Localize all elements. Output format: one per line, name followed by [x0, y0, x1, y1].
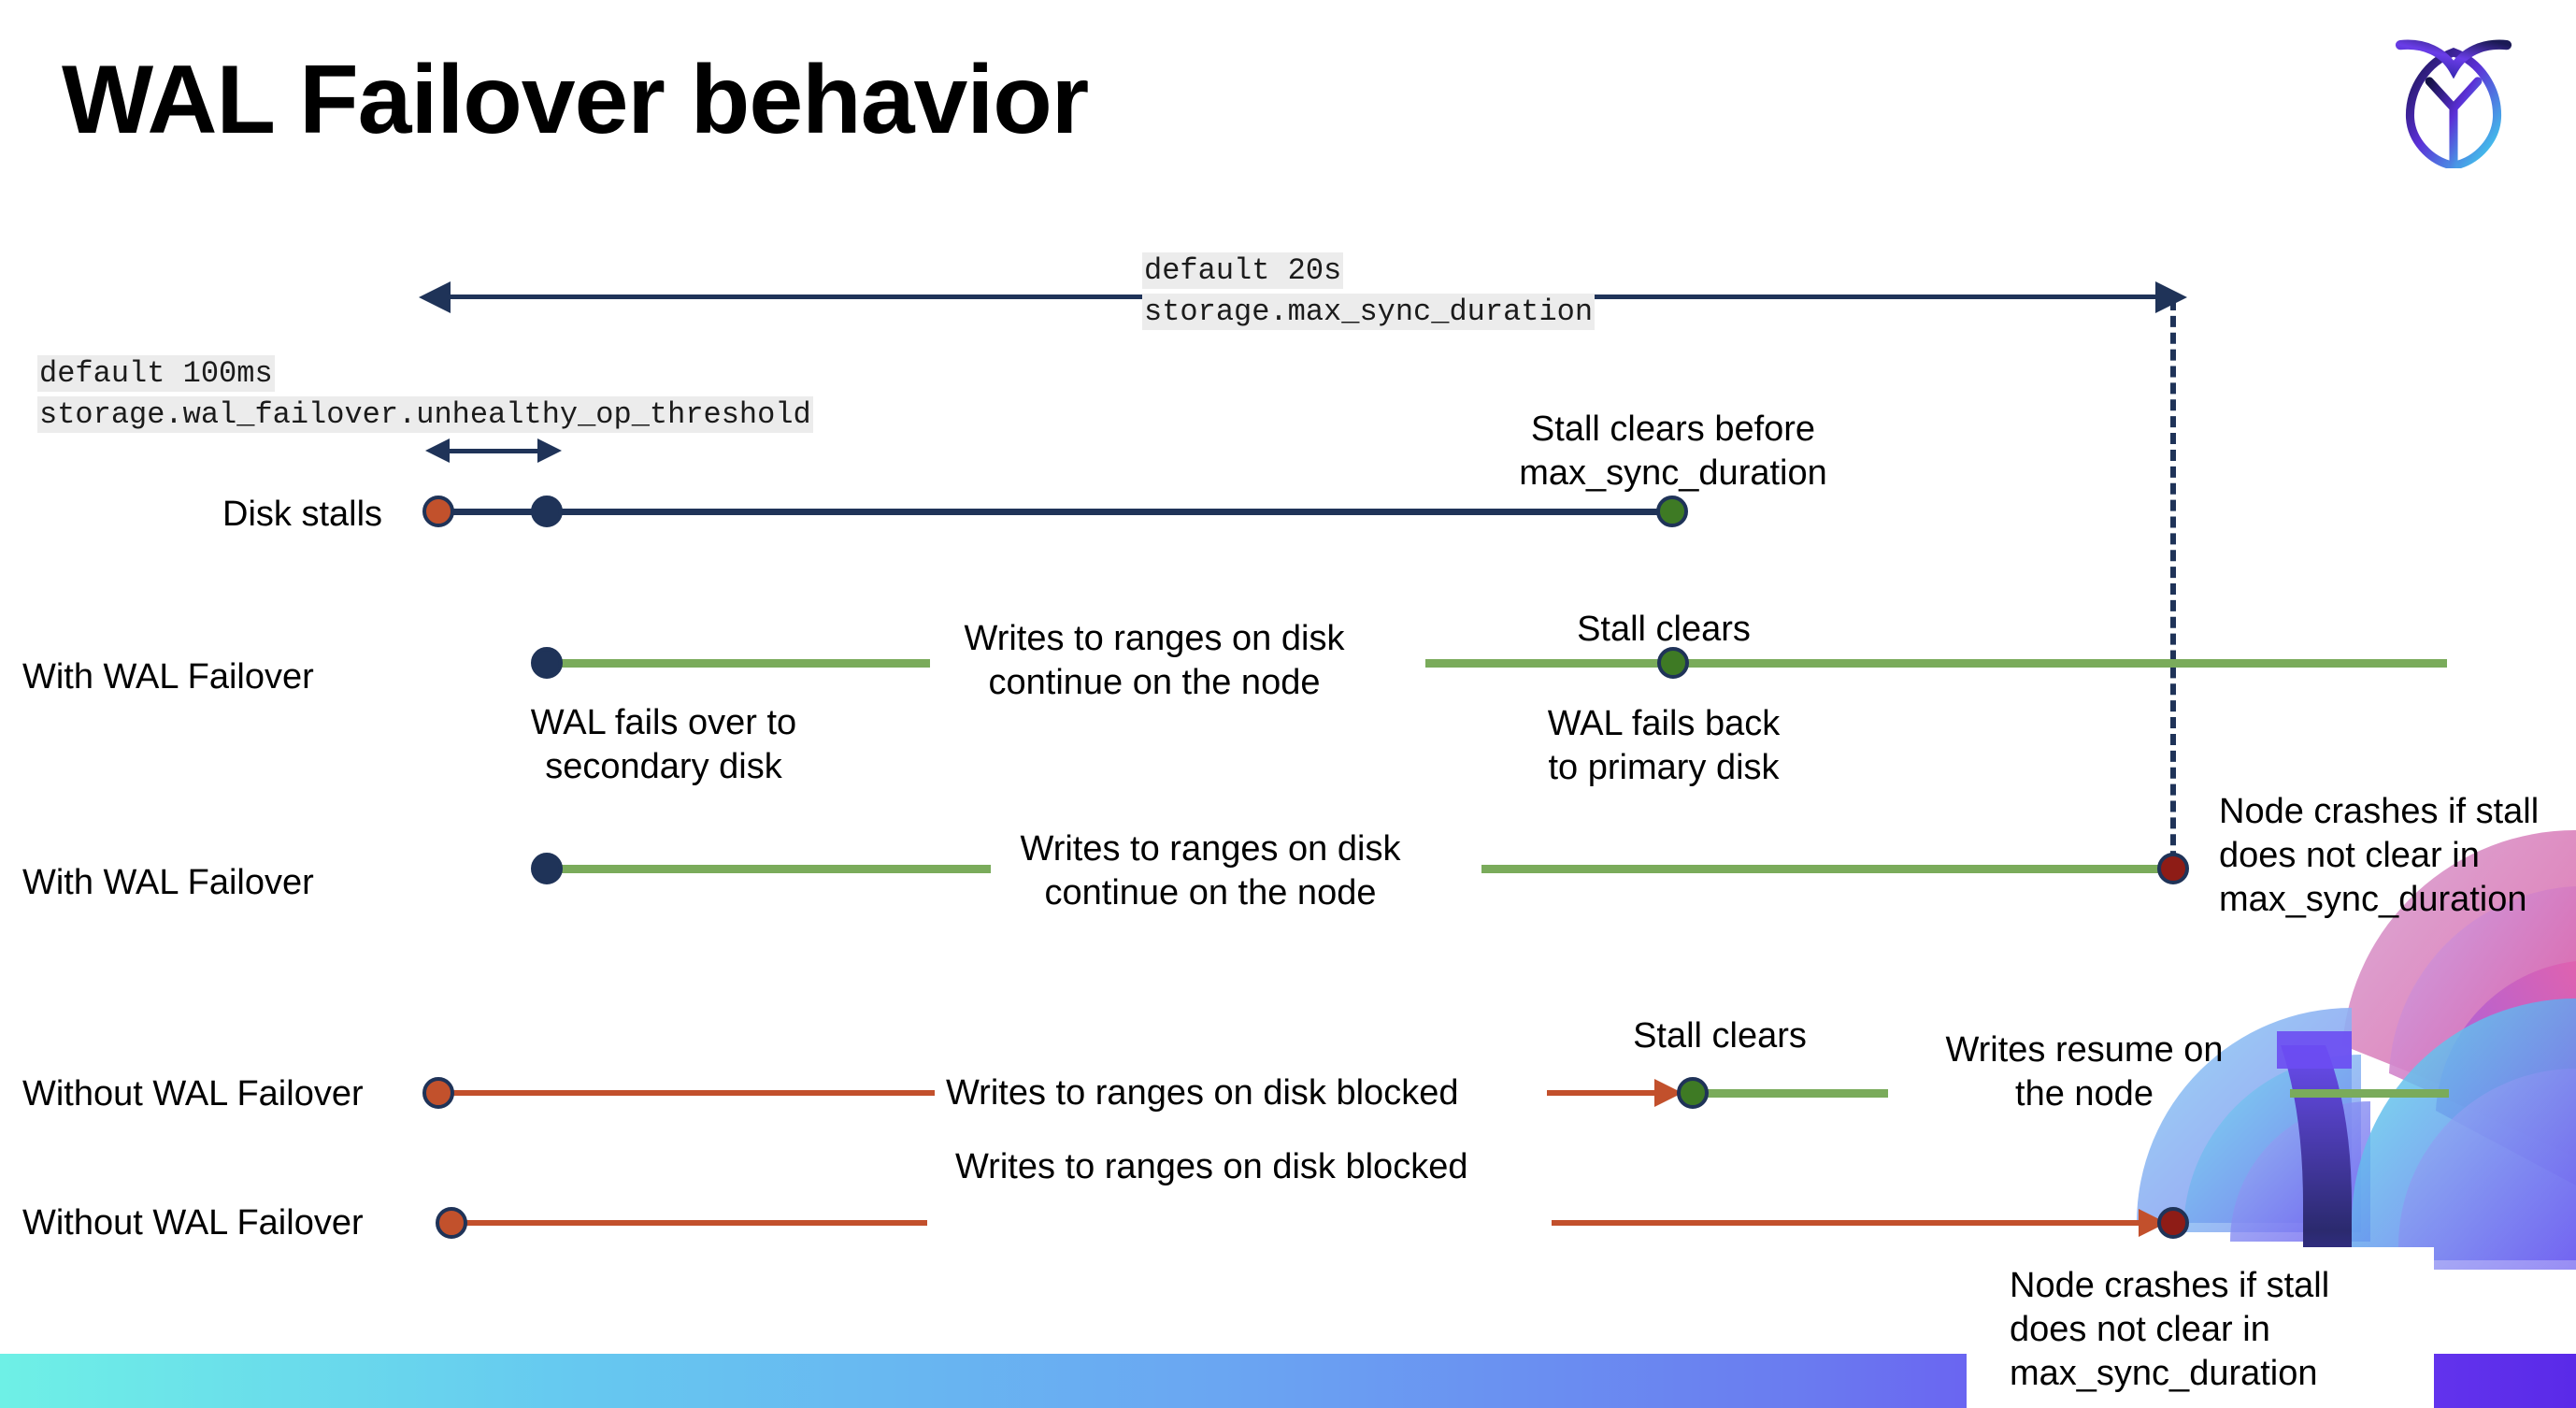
row-label-disk-stalls: Disk stalls [222, 495, 383, 534]
row-label-with-wal-failover-2: With WAL Failover [22, 863, 314, 902]
row-label-without-wal-failover-2: Without WAL Failover [22, 1203, 364, 1243]
page-title: WAL Failover behavior [62, 46, 1089, 154]
row-label-without-wal-failover-1: Without WAL Failover [22, 1074, 364, 1113]
without-wal-failover-1-start-dot [422, 1077, 454, 1109]
wal-failover-2-start-dot [531, 853, 563, 884]
cockroachdb-logo-icon [2395, 39, 2512, 168]
unhealthy-op-threshold-right-arrowhead [537, 438, 562, 463]
annotation-wal-fails-back: WAL fails back to primary disk [1547, 704, 1781, 787]
with-wal-failover-2-segment-left [547, 865, 991, 873]
disk-stall-threshold-dot [531, 496, 563, 527]
without-wal-failover-2-blocked-right [1552, 1220, 2159, 1226]
row-label-with-wal-failover-1: With WAL Failover [22, 657, 314, 697]
unhealthy-op-threshold-name: storage.wal_failover.unhealthy_op_thresh… [37, 396, 813, 433]
annotation-stall-clears-2: Stall clears [1633, 1016, 1807, 1056]
annotation-writes-continue-2: Writes to ranges on disk continue on the… [1020, 829, 1401, 912]
max-sync-duration-name: storage.max_sync_duration [1142, 294, 1596, 330]
with-wal-failover-1-segment-left [547, 659, 930, 668]
annotation-stall-clears-before: Stall clears before max_sync_duration [1519, 409, 1827, 493]
bottom-callout-box: Node crashes if stall does not clear in … [1967, 1247, 2434, 1408]
unhealthy-op-threshold-default: default 100ms [37, 355, 275, 392]
max-sync-duration-default: default 20s [1142, 252, 1344, 289]
without-wal-failover-1-resume-b [2290, 1089, 2449, 1098]
without-wal-failover-1-blocked-right [1547, 1090, 1668, 1096]
wal-failover-2-crash-dot [2157, 853, 2189, 884]
annotation-node-crashes-1: Node crashes if stall does not clear in … [2219, 792, 2540, 919]
without-wal-failover-1-stall-clears-dot [1677, 1077, 1709, 1109]
with-wal-failover-1-segment-right [1425, 659, 2447, 668]
wal-failover-1-stall-clears-dot [1657, 647, 1689, 679]
max-sync-duration-dashed-guide [2170, 299, 2176, 879]
annotation-writes-resume: Writes resume on the node [1945, 1030, 2224, 1113]
annotation-writes-blocked-2: Writes to ranges on disk blocked [955, 1147, 1468, 1186]
unhealthy-op-threshold-span-line [447, 449, 540, 453]
without-wal-failover-2-blocked-left [451, 1220, 927, 1226]
disk-stall-clears-dot [1656, 496, 1688, 527]
annotation-node-crashes-2: Node crashes if stall does not clear in … [2010, 1266, 2330, 1393]
max-sync-duration-left-arrowhead [419, 281, 451, 313]
annotation-stall-clears-1: Stall clears [1577, 610, 1751, 649]
annotation-wal-fails-over: WAL fails over to secondary disk [530, 703, 797, 786]
with-wal-failover-2-segment-right [1481, 865, 2178, 873]
without-wal-failover-2-start-dot [436, 1207, 467, 1239]
without-wal-failover-1-resume-a [1692, 1089, 1888, 1098]
without-wal-failover-1-blocked-left [439, 1090, 935, 1096]
unhealthy-op-threshold-setting-chip: default 100ms storage.wal_failover.unhea… [37, 353, 813, 436]
annotation-writes-continue-1: Writes to ranges on disk continue on the… [964, 619, 1345, 702]
wal-failover-1-start-dot [531, 647, 563, 679]
max-sync-duration-setting-chip: default 20s storage.max_sync_duration [1142, 251, 1596, 333]
unhealthy-op-threshold-left-arrowhead [425, 438, 450, 463]
disk-stalls-timeline [439, 509, 1679, 515]
without-wal-failover-2-crash-dot [2157, 1207, 2189, 1239]
disk-stall-start-dot [422, 496, 454, 527]
annotation-writes-blocked-1: Writes to ranges on disk blocked [946, 1073, 1459, 1113]
